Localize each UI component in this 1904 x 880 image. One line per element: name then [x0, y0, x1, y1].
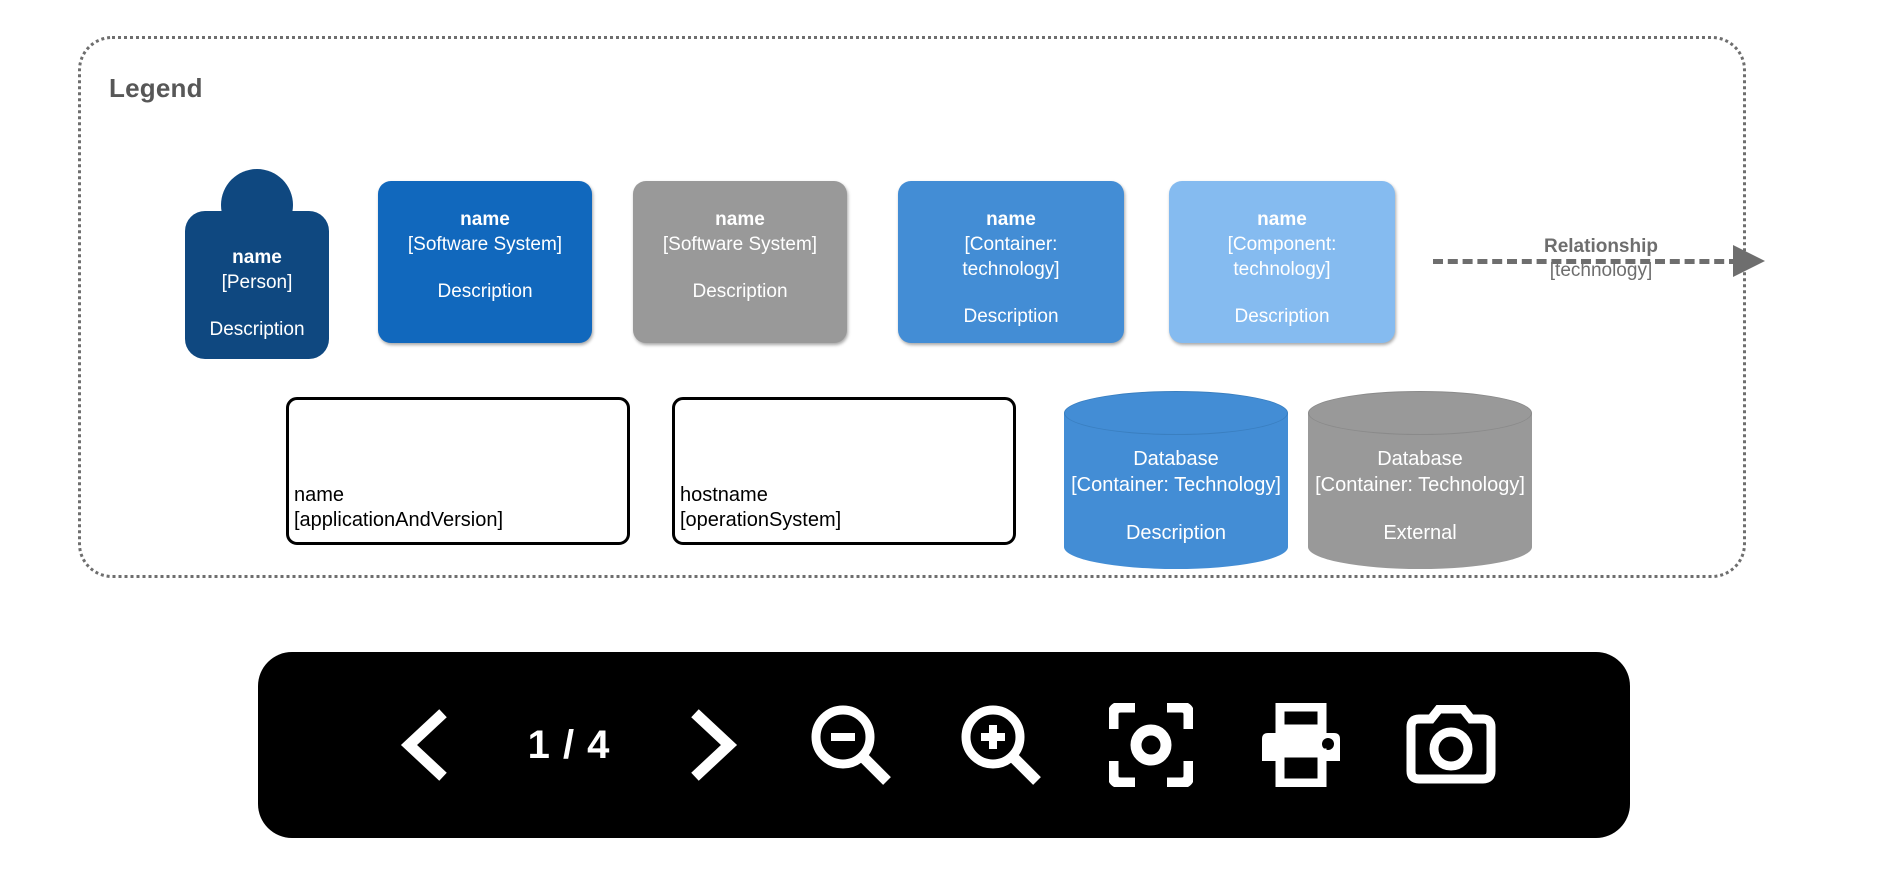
fit-to-screen-button[interactable] [1103, 697, 1199, 793]
next-page-button[interactable] [677, 697, 749, 793]
deployment-node-app-name: name [294, 484, 345, 506]
legend-item-relationship: Relationship [technology] [1433, 235, 1775, 305]
database-external-type: [Container: Technology] [1315, 474, 1525, 496]
previous-page-button[interactable] [389, 697, 461, 793]
person-name: name [232, 247, 282, 268]
database-cylinder-top [1064, 391, 1288, 435]
container-name: name [986, 209, 1036, 230]
database-cylinder-body [1064, 413, 1288, 547]
deployment-node-app-version: [applicationAndVersion] [294, 509, 504, 531]
database-external-name: Database [1377, 448, 1463, 470]
person-body: name [Person] Description [185, 211, 329, 359]
printer-icon [1262, 703, 1340, 787]
software-system-external-type: [Software System] [662, 234, 818, 255]
database-name: Database [1133, 448, 1219, 470]
software-system-type: [Software System] [407, 234, 563, 255]
relationship-arrowhead-icon [1733, 245, 1765, 277]
chevron-left-icon [400, 709, 447, 781]
legend-item-container: name [Container: technology] Description [898, 181, 1124, 343]
person-type: [Person] [221, 272, 293, 293]
chevron-right-icon [691, 709, 738, 781]
legend-panel: Legend name [Person] Description name [S… [78, 36, 1765, 578]
legend-item-person: name [Person] Description [185, 169, 329, 359]
legend-item-database: Database [Container: Technology] Descrip… [1064, 391, 1288, 569]
database-labels: Database [Container: Technology] Descrip… [1042, 446, 1310, 546]
component-description: Description [1234, 306, 1330, 327]
relationship-dashed-line-icon [1433, 259, 1739, 264]
magnifier-minus-icon [811, 705, 891, 785]
focus-frame-icon [1109, 703, 1193, 787]
software-system-external-name: name [715, 209, 765, 230]
component-type-line2: technology] [1233, 259, 1331, 280]
database-external-labels: Database [Container: Technology] Externa… [1286, 446, 1554, 546]
relationship-label: Relationship [1543, 236, 1658, 257]
zoom-out-button[interactable] [803, 697, 899, 793]
legend-item-deployment-node-host: hostname [operationSystem] [672, 397, 1016, 545]
software-system-name: name [460, 209, 510, 230]
legend-item-database-external: Database [Container: Technology] Externa… [1308, 391, 1532, 569]
relationship-labels: Relationship [technology] [1501, 235, 1701, 283]
legend-title: Legend [109, 73, 203, 103]
viewer-toolbar: 1 / 4 [258, 652, 1630, 838]
person-description: Description [209, 319, 305, 340]
component-type-line1: [Component: [1227, 234, 1337, 255]
screenshot-button[interactable] [1403, 697, 1499, 793]
database-description: Description [1125, 522, 1227, 544]
print-button[interactable] [1253, 697, 1349, 793]
component-name: name [1257, 209, 1307, 230]
container-description: Description [963, 306, 1059, 327]
software-system-external-description: Description [692, 281, 788, 302]
database-external-description: External [1383, 522, 1457, 544]
page-indicator: 1 / 4 [527, 722, 611, 767]
legend-item-software-system: name [Software System] Description [378, 181, 592, 343]
deployment-node-host-name: hostname [680, 484, 768, 506]
relationship-technology: [technology] [1549, 260, 1653, 281]
database-external-cylinder-top [1308, 391, 1532, 435]
legend-item-deployment-node-application: name [applicationAndVersion] [286, 397, 630, 545]
database-external-cylinder-body [1308, 413, 1532, 547]
zoom-in-button[interactable] [953, 697, 1049, 793]
software-system-description: Description [437, 281, 533, 302]
database-type: [Container: Technology] [1071, 474, 1281, 496]
legend-item-software-system-external: name [Software System] Description [633, 181, 847, 343]
magnifier-plus-icon [961, 705, 1041, 785]
camera-icon [1406, 705, 1496, 784]
deployment-node-host-os: [operationSystem] [680, 509, 842, 531]
legend-item-component: name [Component: technology] Description [1169, 181, 1395, 343]
container-type-line2: technology] [962, 259, 1060, 280]
container-type-line1: [Container: [964, 234, 1058, 255]
